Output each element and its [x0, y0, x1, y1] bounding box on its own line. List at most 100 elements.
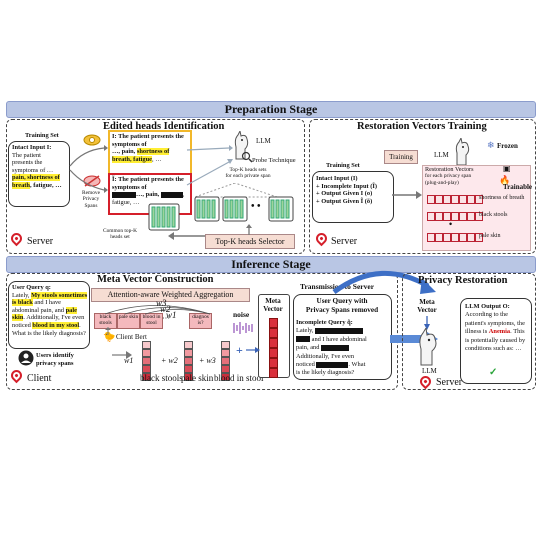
- pr-meta-1: Vector: [417, 306, 437, 314]
- preparation-stage-bar: Preparation Stage: [6, 101, 536, 118]
- redaction-block: [316, 361, 349, 368]
- col-label-blood-in-stool: blood in stool: [214, 373, 264, 383]
- users-identify-1: privacy spans: [36, 359, 74, 367]
- redaction-block: [315, 327, 364, 334]
- query-text-4: . What is the likely diagnosis?: [12, 321, 86, 337]
- edited-heads-title: Edited heads Identification: [103, 121, 225, 132]
- vector-label-black-stools: black stools: [479, 212, 508, 218]
- client-bert-label: Client Bert: [116, 333, 147, 341]
- llm-label: LLM: [256, 137, 271, 145]
- rt-input-3: + Output Given Ĩ (õ): [316, 197, 373, 205]
- token-2: blood in stool: [140, 313, 163, 329]
- bert-icon: 🐤: [103, 332, 116, 343]
- meta-vector-column: [269, 318, 278, 378]
- redaction-block: [296, 336, 310, 343]
- weight-w3: w3: [206, 356, 216, 365]
- heads-dots: • •: [251, 201, 261, 212]
- eye-icon: [83, 134, 101, 146]
- intact-line-2: symptoms of …: [12, 166, 54, 174]
- column-pale-skin: [184, 341, 193, 381]
- output-label: LLM Output O:: [465, 303, 510, 310]
- alpaca-llm-icon: [234, 131, 249, 160]
- heads-sets-graphic: [194, 182, 294, 222]
- token-ellipsis: ···: [162, 314, 170, 323]
- topk-line-1: for each private span: [225, 173, 271, 180]
- meta-construction-title: Meta Vector Construction: [97, 274, 214, 285]
- trainable-label: Trainable: [503, 183, 533, 191]
- intact-label: Intact Input I:: [12, 144, 52, 151]
- card2-tail: , fatigue, …: [112, 191, 185, 206]
- vector-shortness: [427, 195, 483, 204]
- weight-w2-top: w2: [160, 304, 171, 314]
- weight-w3-top: w3: [156, 298, 167, 308]
- vector-pale-skin: [427, 233, 483, 242]
- card2-prefix: Ĩ: The patient presents the symptoms of: [112, 176, 184, 191]
- common-line-1: heads set: [110, 234, 130, 241]
- users-arrow: [112, 351, 132, 359]
- rt-alpaca-icon: [455, 138, 470, 166]
- query-text-3: . Additionally, I've even noticed: [12, 314, 85, 329]
- common-line-0: Common top-K: [103, 228, 137, 234]
- query-highlight-3: blood in my stool: [32, 321, 80, 329]
- users-identify-0: Users identify: [36, 352, 74, 359]
- card1-prefix: I: The patient presents the symptoms of: [112, 133, 184, 148]
- inc-line1: Lately,: [296, 327, 314, 335]
- redaction-block: [112, 191, 136, 198]
- llm-output-box: LLM Output O: According to the patient's…: [460, 298, 532, 384]
- remove-label-0: Remove: [82, 190, 100, 196]
- transmission-box-title-0: User Query with: [316, 297, 368, 305]
- frozen-label: Frozen: [497, 142, 518, 150]
- client-label: Client: [27, 373, 52, 384]
- restoration-training-panel: [309, 119, 536, 254]
- column-black-stools: [142, 341, 151, 381]
- rv-title-0: Restoration Vectors: [425, 166, 474, 173]
- intact-highlight-1: pain, shortness of: [12, 174, 60, 182]
- query-label: User Query q:: [12, 284, 51, 291]
- col-label-pale-skin: pale skin: [181, 373, 214, 383]
- query-text-2: and I have abdominal pain, and: [12, 299, 66, 314]
- plus-w2: + w2: [161, 356, 178, 365]
- rt-input-1: + Incomplete Input (Ĩ): [316, 182, 377, 190]
- intact-tail: , fatigue, …: [30, 181, 62, 189]
- intact-highlight-2: breath: [12, 181, 30, 189]
- rt-arrow: [392, 191, 422, 199]
- rt-server-label: Server: [331, 236, 358, 247]
- selector-up-arrow: [246, 224, 252, 235]
- topk-line-0: Top-K heads sets: [229, 167, 267, 173]
- noise-label: noise: [233, 310, 250, 319]
- topk-selector-button[interactable]: Top-K heads Selector: [205, 234, 295, 249]
- output-diagnosis: Anemia: [488, 328, 511, 336]
- remove-label-1: Privacy: [82, 196, 100, 203]
- curved-blue-arrow: [332, 270, 436, 295]
- pr-server-label: Server: [436, 377, 463, 388]
- card1-mid: …, pain,: [112, 148, 136, 156]
- output-text-1: According to the patient's symptoms, the…: [465, 311, 525, 336]
- rt-input-2: + Output Given I (o): [316, 190, 373, 198]
- inference-stage-bar: Inference Stage: [6, 256, 536, 273]
- lock-icon: ▣: [503, 164, 511, 173]
- rt-llm-label: LLM: [434, 151, 449, 159]
- noise-icon: [233, 322, 253, 334]
- redaction-block: [321, 344, 350, 351]
- col-label-black-stools: black stools: [140, 373, 183, 383]
- pr-llm-label: LLM: [422, 367, 437, 375]
- split-arrows: [69, 145, 108, 193]
- query-text-1: Lately,: [12, 291, 32, 299]
- plus-icon: +: [236, 343, 243, 357]
- training-button[interactable]: Training: [384, 150, 418, 164]
- pr-down-arrow: [424, 316, 430, 330]
- aggregation-button[interactable]: Attention-aware Weighted Aggregation: [91, 288, 250, 302]
- rt-inputs-box: Intact Input (I) + Incomplete Input (Ĩ) …: [312, 171, 394, 223]
- pr-meta-0: Meta: [419, 298, 435, 306]
- heads-sets-group: • •: [193, 182, 297, 225]
- vector-label-shortness: shortness of breath: [479, 195, 525, 201]
- inc-line6: is the likely diagnosis?: [296, 369, 355, 377]
- restoration-training-title: Restoration Vectors Training: [357, 121, 487, 132]
- intact-line-0: The patient: [12, 151, 41, 159]
- card1-tail: , …: [152, 155, 162, 163]
- intact-input-box: Intact Input I: The patient presents the…: [8, 141, 70, 207]
- user-icon: [18, 350, 34, 366]
- magnifier-icon: [241, 151, 253, 163]
- vector-black-stools: [427, 212, 483, 221]
- privacy-restoration-title: Privacy Restoration: [418, 275, 508, 286]
